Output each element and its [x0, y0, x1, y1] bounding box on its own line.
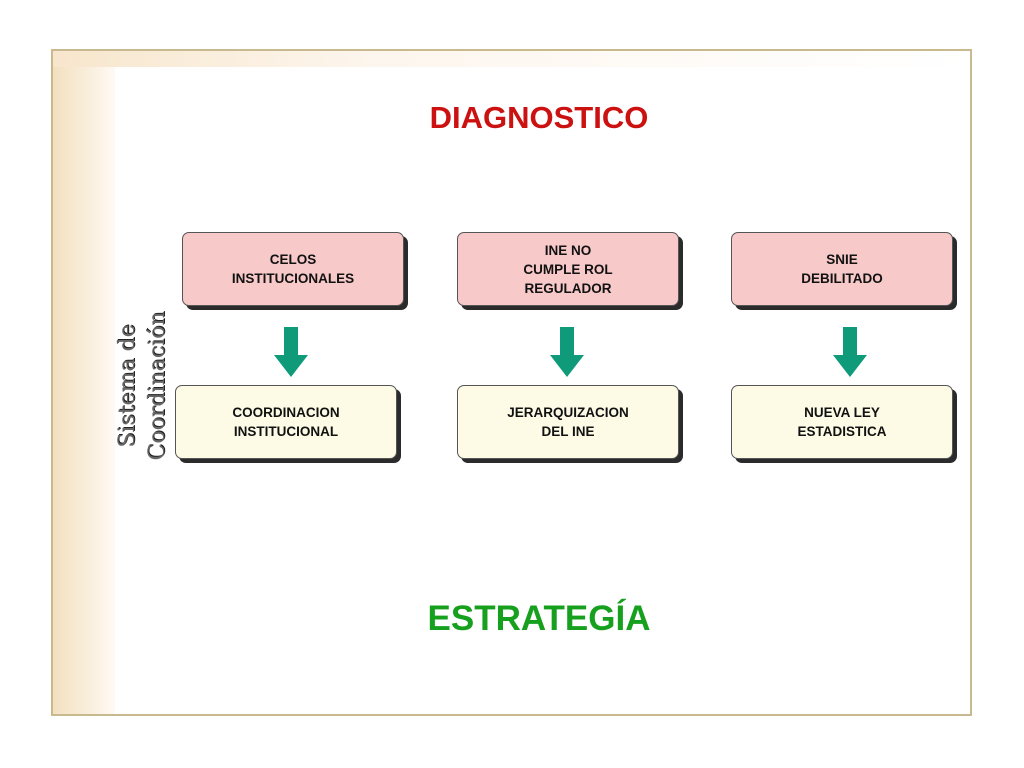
diag-box-celos: CELOS INSTITUCIONALES	[182, 232, 404, 306]
strat-box-jerarquizacion-line-2: DEL INE	[541, 424, 595, 439]
slide-frame: Sistema de Coordinación DIAGNOSTICO CELO…	[51, 49, 972, 716]
diag-box-celos-line-2: INSTITUCIONALES	[231, 271, 355, 286]
strat-box-jerarquizacion-line-1: JERARQUIZACION	[507, 405, 629, 420]
strat-box-coordinacion: COORDINACION INSTITUCIONAL	[175, 385, 397, 459]
diag-box-ine: INE NO CUMPLE ROL REGULADOR	[457, 232, 679, 306]
diagnostico-title: DIAGNOSTICO	[429, 100, 649, 135]
down-arrow-icon	[833, 327, 867, 377]
diag-box-ine-line-2: CUMPLE ROL	[523, 261, 613, 277]
strat-box-nueva-ley: NUEVA LEY ESTADISTICA	[731, 385, 953, 459]
diag-box-snie: SNIE DEBILITADO	[731, 232, 953, 306]
strat-box-jerarquizacion: JERARQUIZACION DEL INE	[457, 385, 679, 459]
diag-box-ine-line-3: REGULADOR	[524, 280, 612, 296]
diag-box-ine-line-1: INE NO	[544, 242, 592, 258]
diag-box-snie-line-1: SNIE	[826, 252, 858, 267]
strat-box-nueva-ley-line-2: ESTADISTICA	[797, 424, 887, 439]
down-arrow-icon	[274, 327, 308, 377]
down-arrow-icon	[550, 327, 584, 377]
strat-box-nueva-ley-line-1: NUEVA LEY	[804, 405, 880, 420]
diag-box-celos-line-1: CELOS	[269, 252, 317, 267]
top-strip	[53, 51, 970, 67]
side-label-line-1: Sistema de	[115, 324, 140, 448]
strat-box-coordinacion-line-2: INSTITUCIONAL	[233, 424, 339, 439]
estrategia-title: ESTRATEGÍA	[427, 599, 651, 638]
side-label-text: Sistema de Coordinación	[113, 311, 173, 460]
diag-box-snie-line-2: DEBILITADO	[801, 271, 883, 286]
strat-box-coordinacion-line-1: COORDINACION	[232, 405, 340, 420]
side-label-line-2: Coordinación	[145, 311, 170, 461]
